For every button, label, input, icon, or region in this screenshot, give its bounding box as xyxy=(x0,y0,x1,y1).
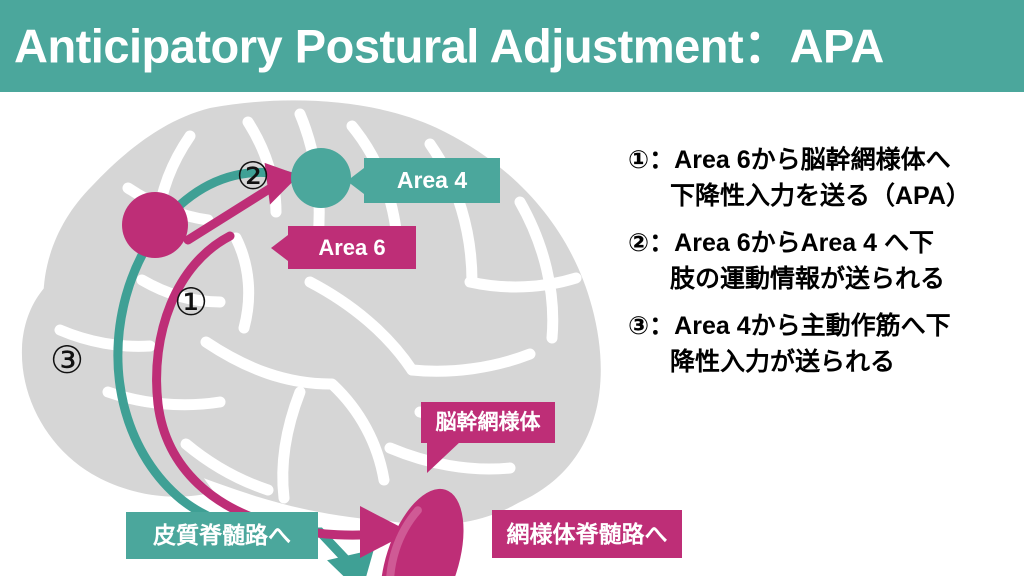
brain-illustration xyxy=(21,100,601,576)
explanation-item-3-line1: ③：Area 4から主動作筋へ下 xyxy=(628,309,1020,345)
pathway-1-reticulospinal xyxy=(152,231,410,558)
area6-node xyxy=(122,192,188,258)
marker-two-icon: ② xyxy=(236,154,271,198)
explanation-item-2-line1: ②：Area 6からArea 4 へ下 xyxy=(628,226,1020,262)
sulcus-8 xyxy=(230,232,255,334)
explanation-item-3-marker: ③： xyxy=(628,312,675,340)
label-corticospinal-text: 皮質脊髄路へ xyxy=(153,522,291,548)
explanation-item-3: ③：Area 4から主動作筋へ下 降性入力が送られる xyxy=(628,309,1020,380)
explanation-item-2-text1: Area 6からArea 4 へ下 xyxy=(674,229,934,257)
label-area-4-text: Area 4 xyxy=(396,167,468,193)
pathway-2-arrowhead xyxy=(264,162,300,205)
sulcus-20 xyxy=(180,438,274,496)
label-reticulospinal-tract: 網様体脊髄路へ xyxy=(492,510,682,558)
marker-three-icon: ③ xyxy=(50,338,85,382)
pathway-2-shaft xyxy=(183,181,279,245)
explanation-item-3-text1: Area 4から主動作筋へ下 xyxy=(674,312,951,340)
pathway-2-area6-to-area4 xyxy=(183,162,300,245)
brain-sulci-group xyxy=(54,108,582,504)
brainstem-highlight xyxy=(385,506,422,576)
page-title: Anticipatory Postural Adjustment：APA xyxy=(14,19,884,73)
sulcus-16 xyxy=(406,348,536,377)
brain-diagram xyxy=(0,92,640,576)
label-area-4: Area 4 xyxy=(364,158,500,203)
label-brainstem-tail-icon xyxy=(427,441,461,473)
explanation-item-1-line2: 下降性入力を送る（APA） xyxy=(670,181,971,210)
pathway-1-curve xyxy=(152,231,383,540)
sulcus-12 xyxy=(200,336,336,390)
label-brainstem-reticular-formation: 脳幹網様体 xyxy=(421,402,555,473)
brainstem-ellipse-group xyxy=(380,488,464,576)
brainstem-ellipse xyxy=(380,488,464,576)
sulcus-9 xyxy=(136,274,226,308)
label-reticulospinal-text: 網様体脊髄路へ xyxy=(506,520,668,547)
marker-one-icon: ① xyxy=(174,280,209,324)
sulcus-10 xyxy=(54,324,156,352)
explanation-item-1-text1: Area 6から脳幹網様体へ xyxy=(674,146,951,174)
label-corticospinal-tract: 皮質脊髄路へ xyxy=(126,512,318,559)
pathway-3-arrowhead xyxy=(327,549,374,576)
sulcus-18 xyxy=(464,272,582,293)
label-area-6: Area 6 xyxy=(288,226,416,269)
explanation-item-2-marker: ②： xyxy=(628,229,675,257)
explanation-item-1-line1: ①：Area 6から脳幹網様体へ xyxy=(628,143,1020,179)
sulcus-7 xyxy=(514,196,559,344)
label-brainstem-text: 脳幹網様体 xyxy=(435,411,541,434)
sulcus-15 xyxy=(277,386,306,504)
explanation-list: ①：Area 6から脳幹網様体へ 下降性入力を送る（APA） ②：Area 6か… xyxy=(628,143,1020,392)
sulcus-14 xyxy=(326,378,390,486)
explanation-item-2-line2: 肢の運動情報が送られる xyxy=(670,264,946,293)
explanation-item-3-line2: 降性入力が送られる xyxy=(670,347,896,376)
explanation-item-2: ②：Area 6からArea 4 へ下 肢の運動情報が送られる xyxy=(628,226,1020,297)
explanation-item-1: ①：Area 6から脳幹網様体へ 下降性入力を送る（APA） xyxy=(628,143,1020,214)
label-area-6-text: Area 6 xyxy=(318,234,386,260)
sulcus-13 xyxy=(304,276,418,376)
area4-node xyxy=(291,148,351,208)
pathway-1-arrowhead xyxy=(360,506,410,558)
title-bar: Anticipatory Postural Adjustment：APA xyxy=(0,0,1024,92)
explanation-item-1-marker: ①： xyxy=(628,146,675,174)
